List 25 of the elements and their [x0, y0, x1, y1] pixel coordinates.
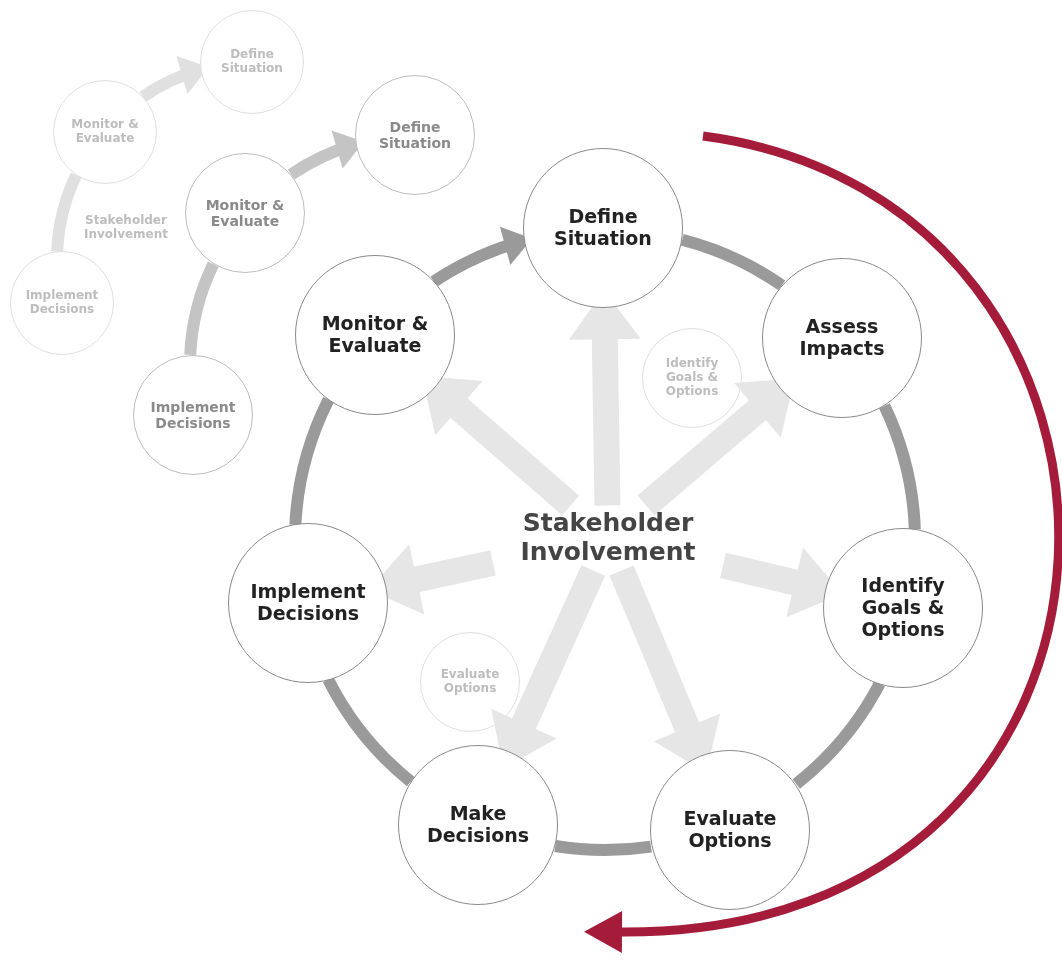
step-label: Monitor & Evaluate: [70, 118, 140, 146]
step-label: Implement Decisions: [149, 398, 237, 432]
step-label: Evaluate Options: [439, 668, 501, 696]
center-label: Stakeholder Involvement: [519, 509, 697, 567]
step-label: Assess Impacts: [798, 316, 886, 360]
step-label: Monitor & Evaluate: [320, 313, 430, 357]
ring-connector: [878, 403, 921, 531]
step-label: Define Situation: [377, 118, 453, 152]
ring-connector: [680, 234, 785, 291]
ring-connector: [792, 680, 885, 789]
step-label: Define Situation: [220, 48, 284, 76]
ring-connector: [184, 261, 219, 356]
step-label: Identify Goals & Options: [664, 357, 720, 399]
ring-connector: [51, 172, 82, 252]
center-label: Stakeholder Involvement: [82, 214, 170, 242]
step-label: Monitor & Evaluate: [204, 196, 286, 230]
ring-connector: [323, 676, 415, 787]
step-label: Implement Decisions: [24, 289, 100, 317]
step-label: Define Situation: [553, 206, 653, 250]
step-label: Identify Goals & Options: [860, 575, 946, 641]
ring-connector: [289, 397, 335, 526]
ring-connector: [554, 840, 652, 856]
step-label: Implement Decisions: [249, 581, 367, 625]
step-label: Evaluate Options: [682, 808, 778, 852]
step-label: Make Decisions: [425, 803, 531, 847]
